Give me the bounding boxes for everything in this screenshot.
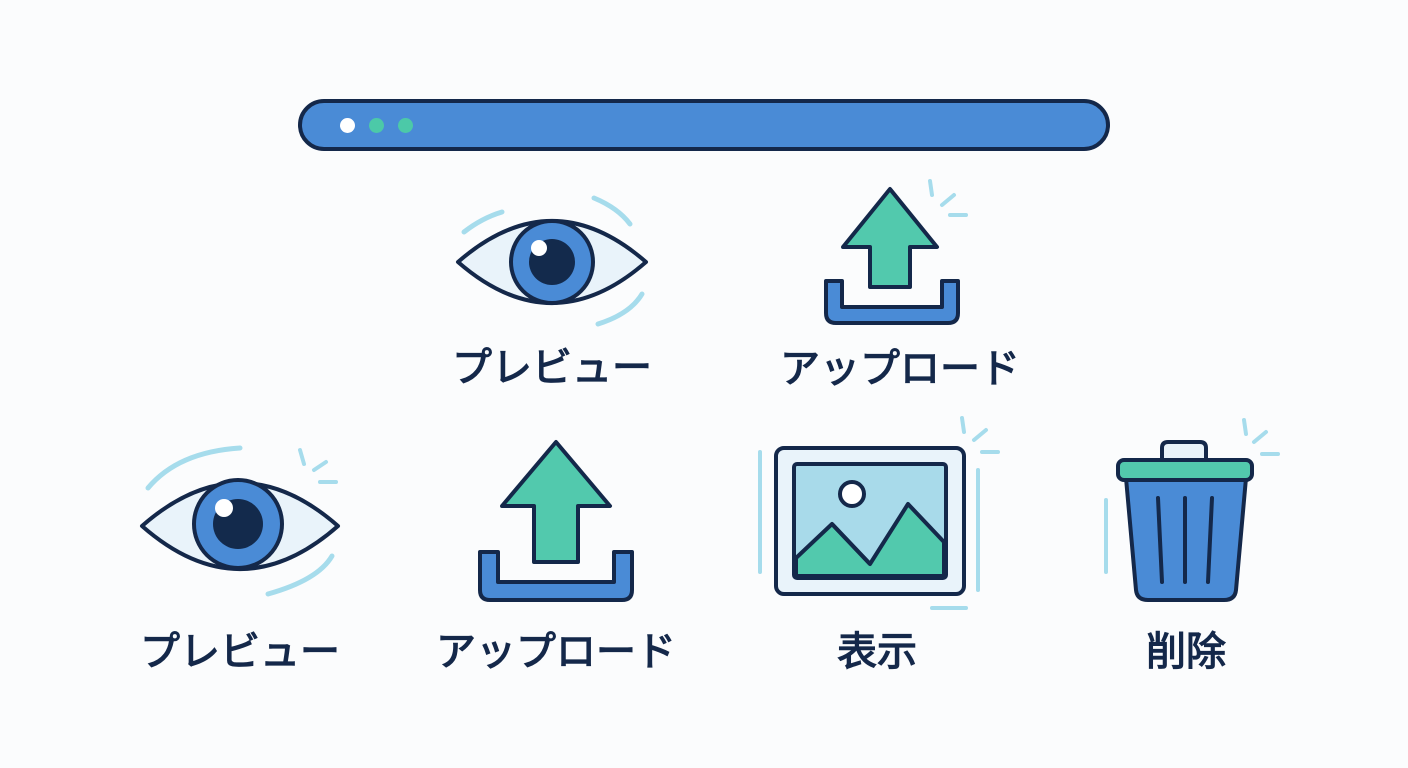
preview-button-top[interactable]: プレビュー — [430, 190, 674, 400]
upload-icon — [478, 440, 634, 602]
trash-icon — [1104, 418, 1280, 602]
upload-button-top[interactable]: アップロード — [770, 175, 1030, 400]
upload-label: アップロード — [780, 346, 1020, 392]
upload-label: アップロード — [436, 629, 676, 675]
preview-button-bottom[interactable]: プレビュー — [118, 438, 362, 678]
window-dot-minimize[interactable] — [369, 118, 384, 133]
view-button[interactable]: 表示 — [752, 412, 1002, 678]
window-dot-maximize[interactable] — [398, 118, 413, 133]
eye-icon — [456, 195, 648, 327]
delete-button[interactable]: 削除 — [1086, 412, 1286, 678]
image-icon — [758, 416, 1000, 610]
delete-label: 削除 — [1146, 629, 1226, 675]
upload-button-bottom[interactable]: アップロード — [432, 438, 680, 678]
view-label: 表示 — [837, 629, 917, 675]
eye-icon — [140, 445, 340, 597]
preview-label: プレビュー — [140, 629, 340, 675]
window-title-bar — [298, 99, 1110, 151]
preview-label: プレビュー — [452, 345, 652, 391]
upload-icon — [824, 179, 968, 325]
window-dot-close[interactable] — [340, 118, 355, 133]
